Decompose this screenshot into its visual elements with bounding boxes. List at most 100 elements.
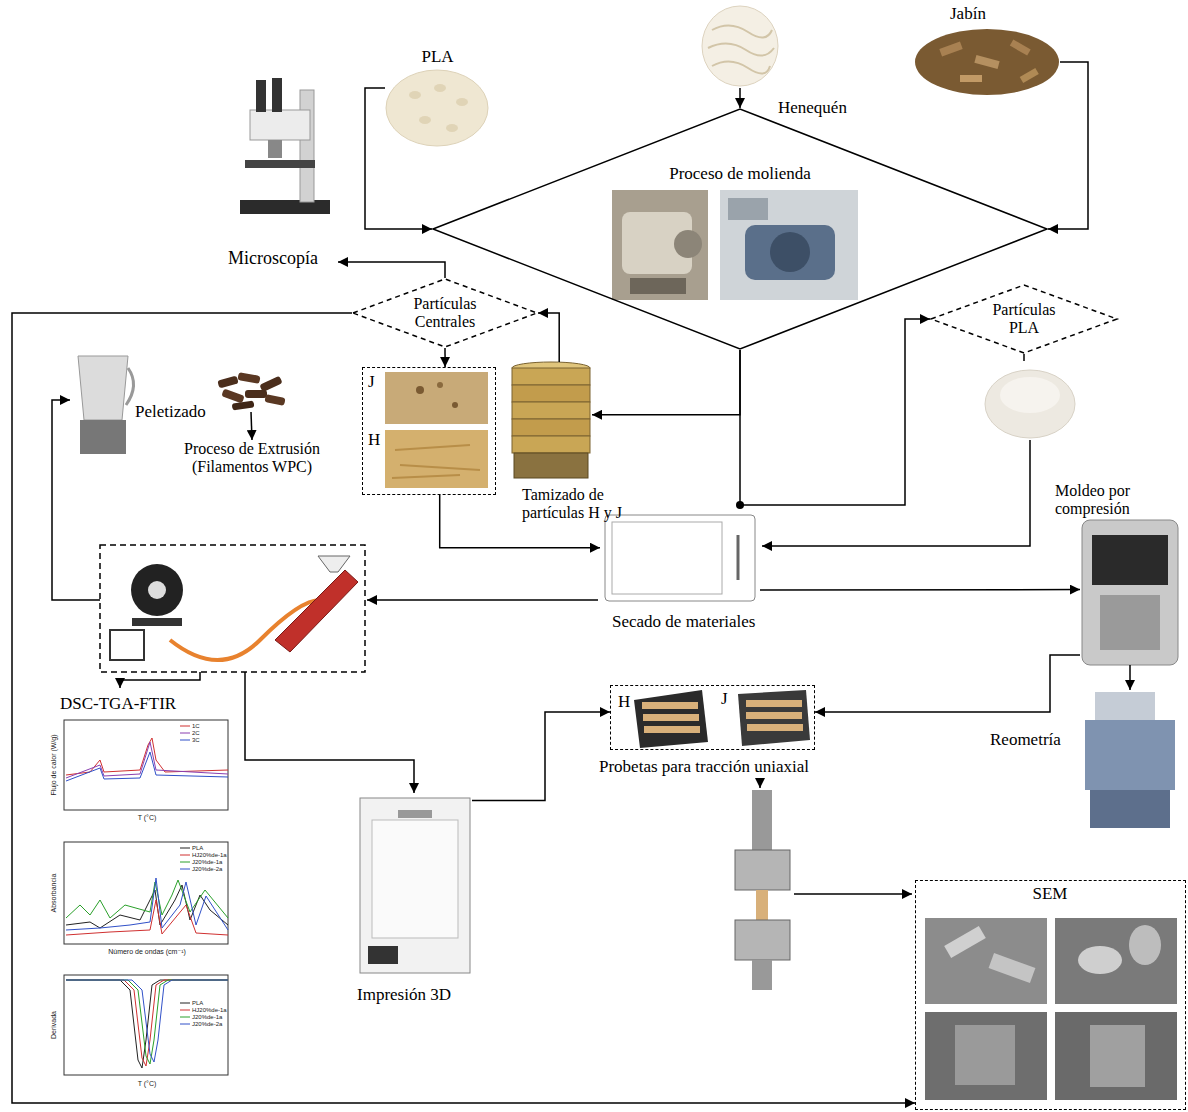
wpc-pellets-image [264,394,285,406]
sieve-image [512,436,590,453]
node-text: H [368,430,380,449]
extruder-illustration [170,600,320,660]
sieve-image [512,368,590,385]
chart-plots [180,1010,190,1011]
blender-image [78,356,134,454]
blender-image [126,368,134,405]
wpc-pellets-image [232,400,255,410]
particle-photos [416,386,424,394]
printer-image [360,798,470,973]
printer-image [398,810,432,818]
henequen-fiber-image [702,6,778,86]
jabin-chips-image [960,75,982,82]
specimen-plates [644,726,700,733]
decision-diamond: Partículas Centrales [352,278,538,348]
microscope-image [256,80,266,112]
tensile-test-image [752,790,772,850]
material-image: Henequén [700,4,780,88]
chart-legend-text: 3C [192,737,200,744]
sem-micrographs [955,1025,1015,1085]
oven-image: Secado de materiales [600,512,760,606]
chart-plots [66,742,228,778]
chart-plots [66,738,228,775]
chart-legend-text: J20%de-1a [192,859,222,866]
wpc-pellets-image [259,376,282,393]
flow-line [759,778,761,788]
chart-plots [66,878,228,930]
chart-plots [64,842,228,944]
chart-plots [66,880,228,918]
flow-line [52,400,100,600]
mill-photos [674,230,702,258]
specimen-plates [643,714,699,721]
node-text: Jabín [950,4,986,23]
microscope-image [272,78,282,112]
specimen-plates [634,690,810,748]
junction-dot [736,501,744,509]
connector [251,412,252,440]
chart-plots [180,869,190,870]
rheometer-image [1090,790,1170,828]
connector [739,88,741,108]
press-image [1082,520,1178,665]
specimen-plates [634,690,708,748]
wpc-pellets-image [237,372,260,384]
tensile-test-image [735,790,790,990]
mill-photos [612,190,708,300]
node-text: Peletizado [135,402,206,421]
chart-plots [180,726,190,727]
chart-plots [66,752,228,781]
chart-plots [180,848,190,849]
microscope-image [245,160,315,168]
pla-pellets-image [409,91,421,99]
sem-micrographs [1055,1012,1177,1100]
axis-title: Derivada [50,1011,58,1039]
connector [760,589,1080,591]
henequen-fiber-image [708,25,774,73]
specimen-plates [746,712,802,719]
dashed-group-box: SEM [915,880,1186,1110]
chart-legend-text: HJ20%de-1a [192,1007,227,1014]
printer-image [360,798,470,973]
node-text: PLA [385,47,490,66]
node-text: H [618,692,630,711]
chart-legend-text: PLA [192,1000,203,1007]
extruder-illustration [100,545,365,672]
extruder-illustration [318,556,350,572]
chart-plots [66,885,228,928]
diamond-outline [433,109,1047,349]
connector [444,348,446,367]
chart-plots [64,975,228,1075]
axis-title: T (°C) [138,1080,157,1088]
node-text: Tamizado de partículas H y J [522,486,654,522]
mill-photos [630,278,686,294]
mill-photos [745,225,835,280]
chart-legend-text: PLA [192,845,203,852]
chart-plots [66,980,228,1064]
tensile-test-image [756,890,768,920]
sieve-image: Tamizado de partículas H y J [510,362,592,482]
node-text: Moldeo por compresión [1055,482,1185,518]
jabin-chips-image [915,29,1059,95]
pellets-image: Peletizado [215,372,287,412]
wpc-pellets-image [217,376,238,389]
jabin-chips-image [974,55,999,69]
diamond-outline [931,285,1117,353]
sieve-image [512,402,590,419]
particle-photos [385,372,488,488]
chart-plots [66,900,228,935]
sem-micrographs [989,953,1036,983]
specimen-plates [738,690,810,746]
pla-pellets-image [386,70,488,146]
diamond-outline [353,279,537,347]
tensile-test-image [735,850,790,890]
particle-photos [437,382,443,388]
chart-plots [180,1024,190,1025]
sem-micrographs [925,918,1047,1004]
chart-legend-text: HJ20%de-1a [192,852,227,859]
rheometer-image [1095,692,1155,720]
microscope-image [268,140,282,158]
flow-line [1023,354,1025,361]
sem-micrographs [1055,918,1177,1004]
oven-image [605,515,755,601]
